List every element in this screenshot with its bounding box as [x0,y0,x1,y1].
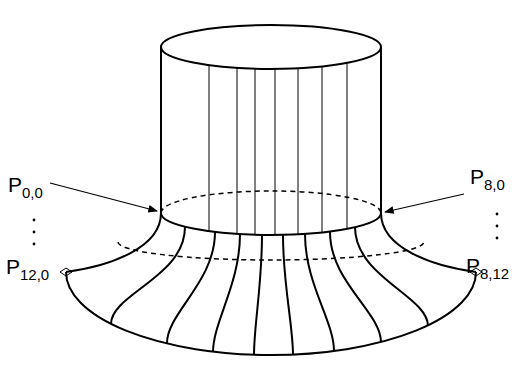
point-label: P8,12 [466,255,509,276]
point-label: P12,0 [6,256,49,277]
point-label: P8,0 [470,166,505,187]
point-label: P0,0 [8,174,43,195]
